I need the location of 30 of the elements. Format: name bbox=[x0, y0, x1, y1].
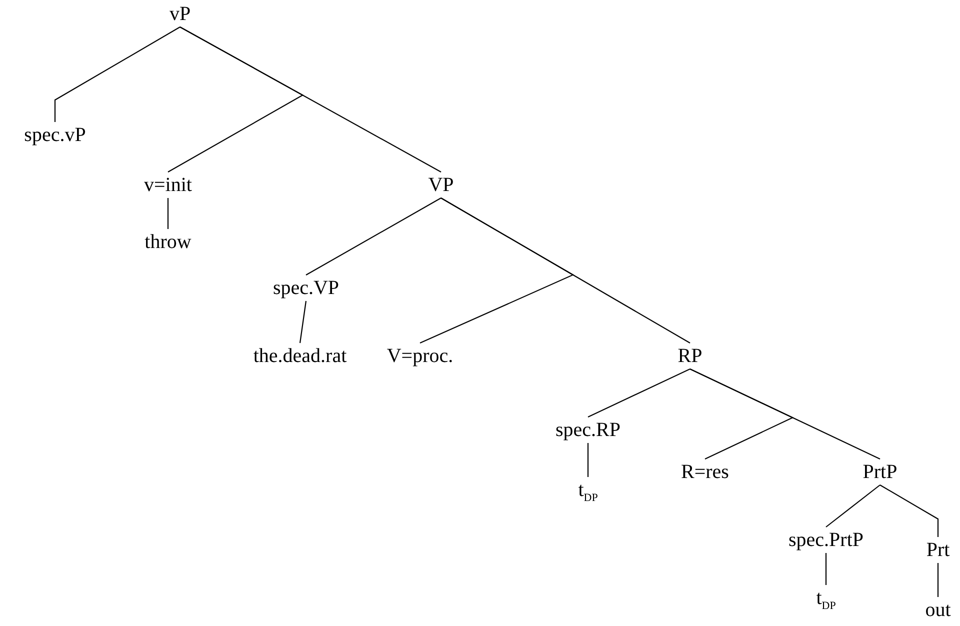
tree-label: Prt bbox=[926, 538, 950, 562]
tree-label: VP bbox=[428, 173, 454, 197]
tree-branch bbox=[587, 443, 589, 477]
tree-label: V=proc. bbox=[386, 344, 454, 368]
tree-label: the.dead.rat bbox=[253, 344, 347, 368]
tree-label: spec.vP bbox=[24, 123, 86, 147]
tree-branch bbox=[306, 198, 442, 276]
tree-branch bbox=[690, 368, 880, 460]
tree-label: throw bbox=[144, 230, 192, 254]
tree-branch bbox=[180, 26, 442, 172]
tree-branch bbox=[299, 300, 307, 344]
tree-branch bbox=[825, 553, 827, 585]
tree-label: R=res bbox=[681, 460, 729, 484]
tree-label: t$_{DP}$ bbox=[578, 478, 598, 502]
tree-branch bbox=[826, 484, 880, 528]
tree-branch bbox=[440, 198, 690, 344]
tree-branch bbox=[167, 198, 169, 229]
tree-label: spec.PrtP bbox=[788, 528, 864, 552]
tree-label: RP bbox=[678, 344, 702, 368]
tree-label: PrtP bbox=[862, 460, 898, 484]
tree-label: t$_{DP}$ bbox=[816, 586, 836, 610]
tree-branch bbox=[937, 563, 939, 597]
tree-label: vP bbox=[169, 2, 191, 26]
tree-label: v=init bbox=[144, 173, 192, 197]
tree-label: out bbox=[925, 598, 951, 622]
tree-label: spec.RP bbox=[556, 418, 620, 442]
tree-branch bbox=[880, 484, 939, 537]
tree-branch bbox=[588, 368, 690, 418]
tree-label: spec.VP bbox=[272, 276, 340, 300]
tree-branch bbox=[54, 26, 180, 122]
